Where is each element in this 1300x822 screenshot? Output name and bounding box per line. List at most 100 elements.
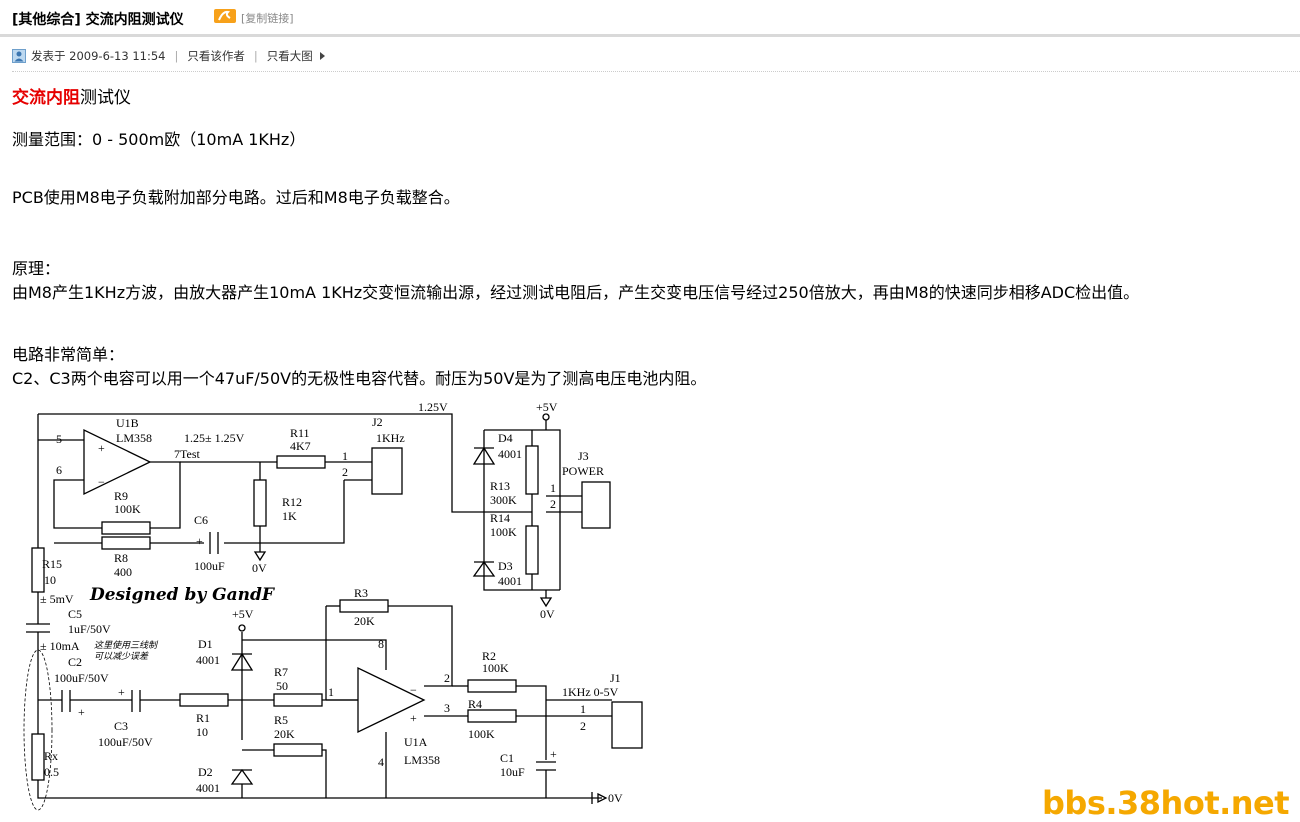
label-r11: R11	[290, 426, 310, 440]
note-line2: 可以减少误差	[94, 651, 149, 661]
label-u1b-plus: +	[98, 441, 105, 455]
label-d2: D2	[198, 765, 213, 779]
label-u1a-plus: +	[410, 711, 417, 725]
label-5v-b: +5V	[232, 607, 254, 621]
label-d1: D1	[198, 637, 213, 651]
label-r13v: 300K	[490, 493, 517, 507]
label-r12: R12	[282, 495, 302, 509]
only-author-link[interactable]: 只看该作者	[187, 49, 245, 63]
label-c6-plus: +	[196, 534, 203, 548]
label-r2v: 100K	[482, 661, 509, 675]
label-r14v: 100K	[490, 525, 517, 539]
label-j2-p1: 1	[342, 449, 348, 463]
note-line1: 这里使用三线制	[94, 640, 159, 650]
label-r8: R8	[114, 551, 128, 565]
label-r4: R4	[468, 697, 482, 711]
label-d4: D4	[498, 431, 513, 445]
label-u1a-minus: −	[410, 683, 417, 697]
label-c2-plus: +	[78, 705, 85, 719]
label-d3: D3	[498, 559, 513, 573]
label-j3-p2: 2	[550, 497, 556, 511]
label-pin2: 2	[444, 671, 450, 685]
label-c1-plus: +	[550, 747, 557, 761]
label-power: POWER	[562, 464, 604, 478]
label-r1: R1	[196, 711, 210, 725]
label-pin4: 4	[378, 755, 384, 769]
label-c1v: 10uF	[500, 765, 525, 779]
view-large-link[interactable]: 只看大图	[266, 49, 313, 63]
label-r7: R7	[274, 665, 288, 679]
post-content: 交流内阻测试仪 测量范围：0 - 500m欧（10mA 1KHz） PCB使用M…	[12, 86, 1139, 391]
label-0v-a: 0V	[252, 561, 267, 575]
label-r15: R15	[42, 557, 62, 571]
label-c2: C2	[68, 655, 82, 669]
label-c5v: 1uF/50V	[68, 622, 111, 636]
label-rx: Rx	[44, 749, 58, 763]
label-v125: 1.25V	[418, 400, 448, 414]
label-d1v: 4001	[196, 653, 220, 667]
label-c1: C1	[500, 751, 514, 765]
label-pm10ma: ± 10mA	[40, 639, 80, 653]
simple-label: 电路非常简单：	[12, 345, 125, 364]
designed-by: Designed by GandF	[89, 585, 276, 605]
post-meta: 发表于 2009-6-13 11:54 | 只看该作者 | 只看大图	[12, 48, 325, 64]
label-r11v: 4K7	[290, 439, 311, 453]
label-j3: J3	[578, 449, 589, 463]
label-pin8: 8	[378, 637, 384, 651]
divider	[12, 71, 1300, 72]
label-r3: R3	[354, 586, 368, 600]
label-j2: J2	[372, 415, 383, 429]
headline-highlight: 交流内阻	[12, 88, 80, 108]
post-title-bar: [其他综合] 交流内阻测试仪 [复制链接]	[0, 0, 1300, 37]
site-watermark: bbs.38hot.net	[1042, 784, 1290, 822]
label-r15v: 10	[44, 573, 56, 587]
label-c3v: 100uF/50V	[98, 735, 153, 749]
simple-text: C2、C3两个电容可以用一个47uF/50V的无极性电容代替。耐压为50V是为了…	[12, 369, 707, 388]
label-r8v: 400	[114, 565, 132, 579]
label-v125pm: 1.25± 1.25V	[184, 431, 245, 445]
principle-label: 原理：	[12, 259, 61, 278]
label-c6v: 100uF	[194, 559, 225, 573]
label-r5: R5	[274, 713, 288, 727]
label-pin3: 3	[444, 701, 450, 715]
label-lm358-b: LM358	[404, 753, 440, 767]
label-d2v: 4001	[196, 781, 220, 795]
label-5v-a: +5V	[536, 400, 558, 414]
label-pin6: 6	[56, 463, 62, 477]
label-pin5: 5	[56, 432, 62, 446]
pcb-note: PCB使用M8电子负载附加部分电路。过后和M8电子负载整合。	[12, 188, 460, 207]
label-c3: C3	[114, 719, 128, 733]
label-r5v: 20K	[274, 727, 295, 741]
label-c5: C5	[68, 607, 82, 621]
label-pin1: 1	[328, 685, 334, 699]
label-r4v: 100K	[468, 727, 495, 741]
headline: 测试仪	[80, 88, 131, 108]
user-icon	[12, 49, 26, 63]
label-r13: R13	[490, 479, 510, 493]
label-r14: R14	[490, 511, 510, 525]
label-r3v: 20K	[354, 614, 375, 628]
label-d4v: 4001	[498, 447, 522, 461]
label-pm5mv: ± 5mV	[40, 592, 74, 606]
post-title: [其他综合] 交流内阻测试仪	[12, 12, 184, 28]
label-c6: C6	[194, 513, 208, 527]
label-j1-p2: 2	[580, 719, 586, 733]
copy-link[interactable]: [复制链接]	[241, 12, 294, 25]
circuit-schematic: U1B LM358 5 6 7Test 1.25± 1.25V 1.25V R1…	[23, 400, 643, 811]
label-r9: R9	[114, 489, 128, 503]
label-r9v: 100K	[114, 502, 141, 516]
label-r2: R2	[482, 649, 496, 663]
label-r12v: 1K	[282, 509, 297, 523]
label-r1v: 10	[196, 725, 208, 739]
label-u1a: U1A	[404, 735, 428, 749]
label-c2v: 100uF/50V	[54, 671, 109, 685]
label-j1: J1	[610, 671, 621, 685]
post-date: 发表于 2009-6-13 11:54	[31, 49, 166, 63]
label-j2-p2: 2	[342, 465, 348, 479]
label-lm358: LM358	[116, 431, 152, 445]
hot-icon	[214, 9, 236, 23]
measure-range: 测量范围：0 - 500m欧（10mA 1KHz）	[12, 130, 306, 149]
label-j3-p1: 1	[550, 481, 556, 495]
label-j1v: 1KHz 0-5V	[562, 685, 619, 699]
principle-text: 由M8产生1KHz方波，由放大器产生10mA 1KHz交变恒流输出源，经过测试电…	[12, 283, 1140, 302]
